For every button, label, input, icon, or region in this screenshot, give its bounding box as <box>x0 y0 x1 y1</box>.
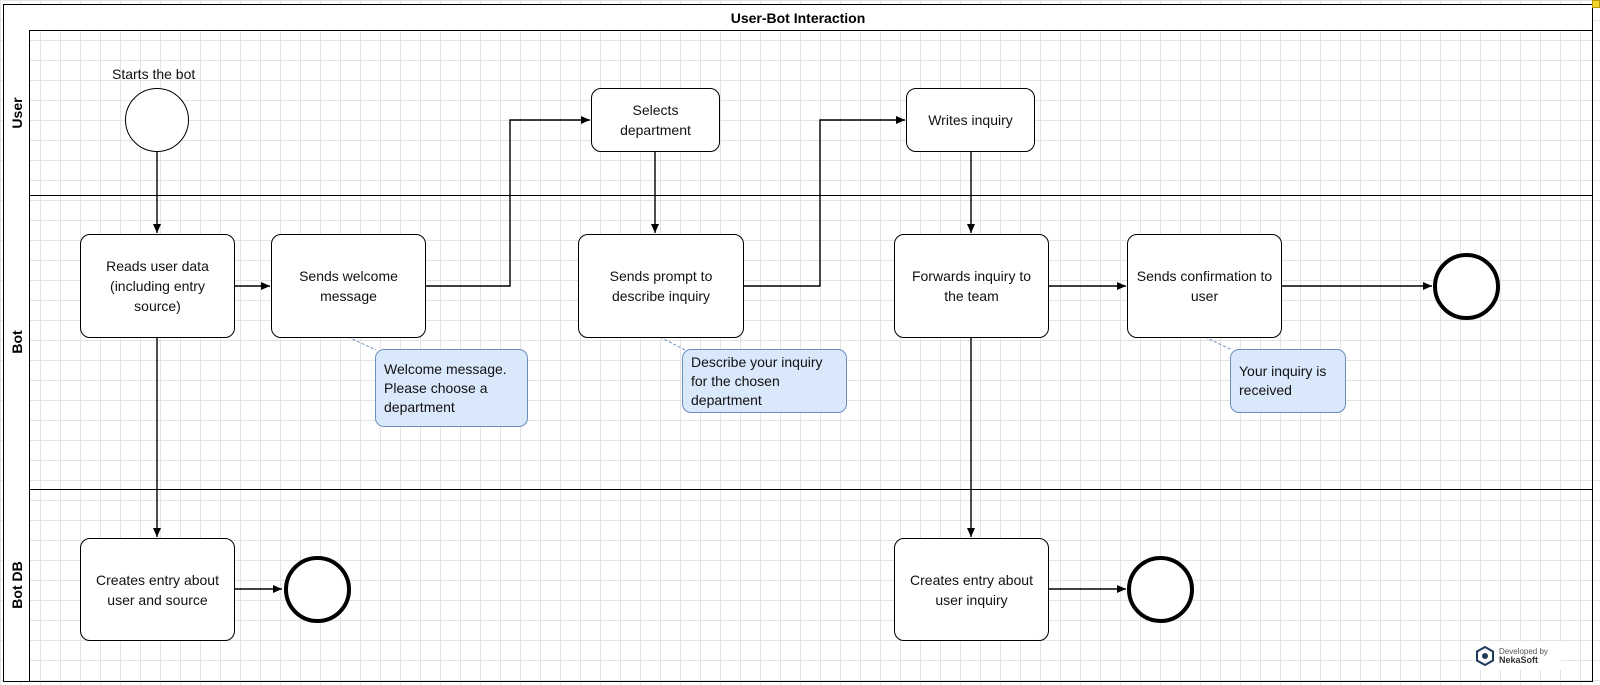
task-forwards-inquiry: Forwards inquiry to the team <box>894 234 1049 338</box>
task-sends-welcome: Sends welcome message <box>271 234 426 338</box>
watermark-brand: NekaSoft <box>1499 655 1539 665</box>
watermark-line1: Developed by <box>1499 647 1548 656</box>
lane-divider-bot-db <box>3 489 1593 490</box>
task-writes-inquiry-label: Writes inquiry <box>928 112 1013 128</box>
note-welcome-message-text: Welcome message. Please choose a departm… <box>384 360 507 415</box>
nekasoft-logo-icon <box>1476 646 1494 666</box>
task-creates-entry-source-label: Creates entry about user and source <box>96 571 219 608</box>
task-sends-confirmation-label: Sends confirmation to user <box>1136 268 1273 304</box>
flow-prompt-to-writes <box>743 116 905 287</box>
lane-divider-user-bot <box>3 195 1593 196</box>
start-event-label: Starts the bot <box>112 66 196 82</box>
task-selects-department: Selects department <box>591 88 720 152</box>
task-reads-user-data-label: Reads user data (including entry source) <box>106 258 209 314</box>
task-sends-confirmation: Sends confirmation to user <box>1127 234 1282 338</box>
lane-bot-header: Bot <box>3 195 30 490</box>
note-inquiry-received: Your inquiry is received <box>1230 349 1346 413</box>
task-sends-welcome-label: Sends welcome message <box>299 268 398 304</box>
note-describe-inquiry-text: Describe your inquiry for the chosen dep… <box>691 353 823 408</box>
developer-watermark: Developed by NekaSoft <box>1475 642 1561 670</box>
annotation-link-welcome <box>347 336 377 351</box>
annotation-link-describe <box>659 336 686 351</box>
task-reads-user-data: Reads user data (including entry source) <box>80 234 235 338</box>
task-selects-department-label: Selects department <box>620 102 691 138</box>
end-event-db-inquiry <box>1127 556 1194 623</box>
end-event-db-source <box>284 556 351 623</box>
note-describe-inquiry: Describe your inquiry for the chosen dep… <box>682 349 847 413</box>
annotation-link-received <box>1204 336 1233 351</box>
task-forwards-inquiry-label: Forwards inquiry to the team <box>911 268 1032 304</box>
note-welcome-message: Welcome message. Please choose a departm… <box>375 349 528 427</box>
flow-welcome-to-selects <box>425 116 590 287</box>
start-event <box>125 88 189 152</box>
task-sends-prompt: Sends prompt to describe inquiry <box>578 234 744 338</box>
note-inquiry-received-text: Your inquiry is received <box>1239 363 1327 398</box>
lane-bot-db-header: Bot DB <box>3 489 30 682</box>
pool-title: User-Bot Interaction <box>3 4 1593 31</box>
task-creates-entry-inquiry-label: Creates entry about user inquiry <box>910 571 1033 608</box>
end-event-bot <box>1433 253 1500 320</box>
task-creates-entry-source: Creates entry about user and source <box>80 538 235 641</box>
task-writes-inquiry: Writes inquiry <box>906 88 1035 152</box>
resize-handle[interactable] <box>1592 0 1600 8</box>
task-creates-entry-inquiry: Creates entry about user inquiry <box>894 538 1049 641</box>
task-sends-prompt-label: Sends prompt to describe inquiry <box>609 268 713 304</box>
